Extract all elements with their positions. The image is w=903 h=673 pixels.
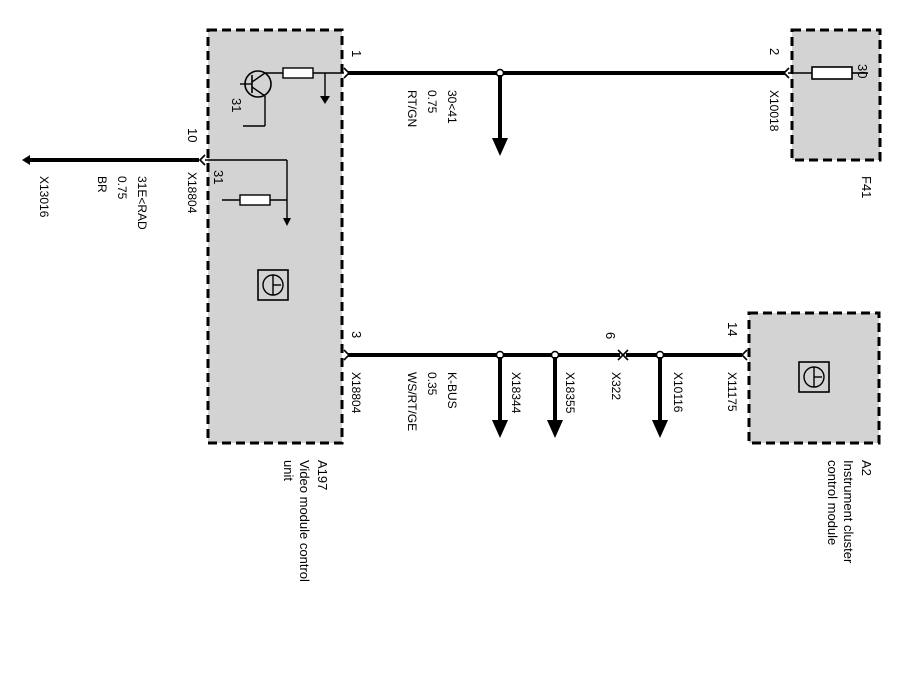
resistor-icon [239, 194, 271, 206]
connector-label: X322 [609, 372, 623, 400]
resistor-icon [282, 67, 314, 79]
pin-label: 31 [229, 98, 244, 112]
module-a197-box [206, 28, 344, 445]
connector-label: X18344 [509, 372, 523, 414]
connector-label: X18355 [563, 372, 577, 414]
component-id: A197 [315, 460, 330, 490]
pin-label: 1 [349, 50, 364, 57]
module-a197[interactable] [206, 28, 344, 445]
wire-signal: K-BUS [445, 372, 459, 409]
connector-label: X18804 [349, 372, 363, 414]
control-unit-icon [798, 361, 830, 393]
component-id: A2 [859, 460, 874, 476]
pin-label: 30 [855, 64, 870, 78]
connector-label: X13016 [37, 176, 51, 218]
component-name: Video module control [297, 460, 312, 582]
wire-color: WS/RT/GE [405, 372, 419, 431]
component-id: F41 [859, 176, 874, 198]
pin-label: 31 [211, 170, 226, 184]
pin-label: 10 [185, 128, 200, 142]
fuse-icon [788, 66, 868, 80]
component-name: unit [281, 460, 296, 481]
connector-label: X10116 [671, 372, 685, 413]
connector-label: X10018 [767, 90, 781, 132]
pin-label: 14 [725, 322, 740, 336]
wire-size: 0.75 [425, 90, 439, 114]
wire-signal: 31E<RAD [135, 176, 149, 230]
pin-label: 3 [349, 331, 364, 338]
wire-signal: 30<41 [445, 90, 459, 124]
component-name: Instrument cluster [841, 460, 856, 564]
wire-kbus[interactable] [348, 350, 742, 439]
wire-color: RT/GN [405, 90, 419, 127]
pin-label: 6 [603, 332, 618, 339]
wire-color: BR [95, 176, 109, 193]
connector-label: X11175 [725, 372, 739, 412]
pin-markers [198, 67, 790, 361]
module-f41[interactable] [790, 28, 882, 162]
pin-label: 2 [767, 48, 782, 55]
connector-label: X18804 [185, 172, 199, 214]
module-f41-box [790, 28, 882, 162]
control-unit-icon [257, 269, 289, 301]
wire-size: 0.35 [425, 372, 439, 396]
component-name: control module [825, 460, 840, 545]
wire-ground[interactable] [22, 155, 199, 165]
wire-power[interactable] [348, 68, 785, 157]
wire-size: 0.75 [115, 176, 129, 200]
a197-internal-circuit [205, 67, 344, 226]
